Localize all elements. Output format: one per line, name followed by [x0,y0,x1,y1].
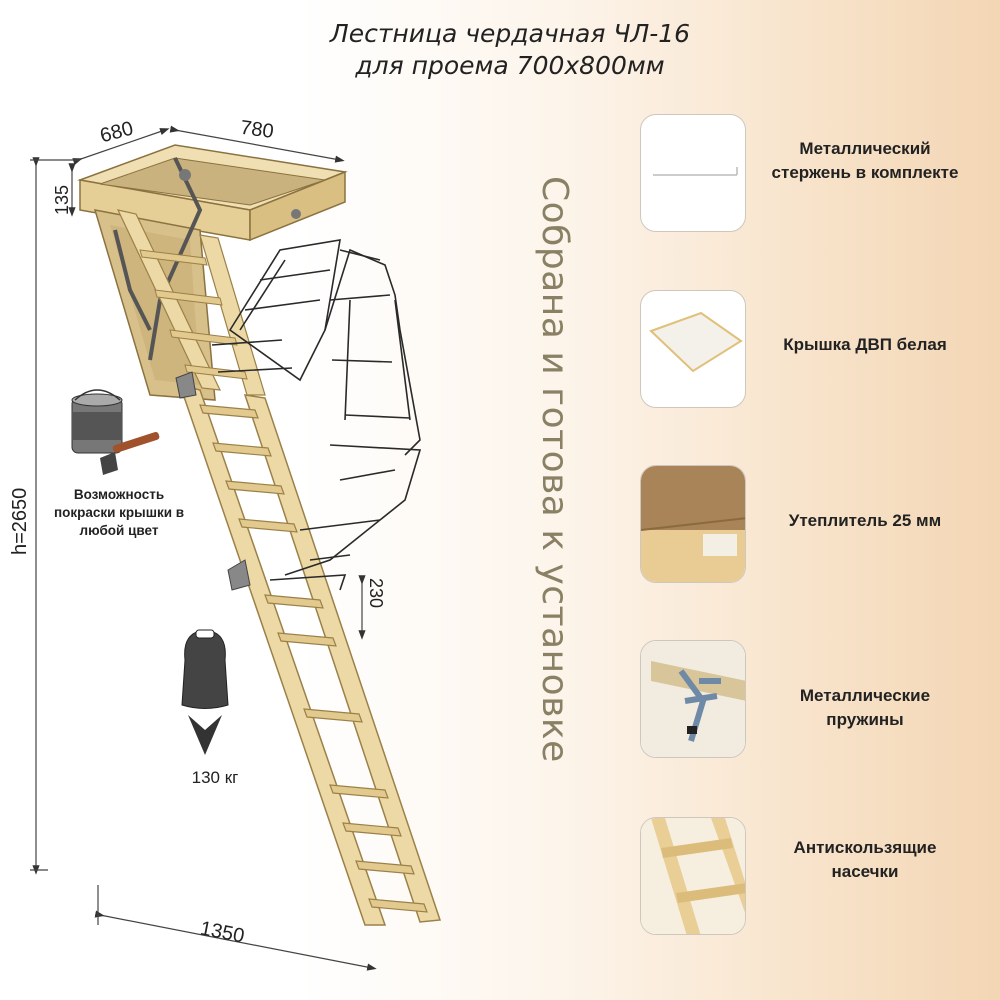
insulation-icon [641,466,745,582]
dim-step-width: 230 [366,578,386,608]
title-line-1: Лестница чердачная ЧЛ-16 [329,19,691,48]
feature-label-metal-rod: Металлический стержень в комплекте [771,139,959,182]
feature-label-springs: Металлические пружины [799,686,931,729]
wooden-ladder [116,209,442,926]
feature-card-springs [640,640,746,758]
feature-card-insulation [640,465,746,583]
tagline: Собрана и готова к установке [534,176,575,763]
feature-card-metal-rod [640,114,746,232]
title-line-2: для проема 700х800мм [355,51,665,80]
dim-total-height: h=2650 [9,488,31,555]
dimension-lines [30,125,377,971]
max-load: 130 кг [191,768,239,787]
hatch-cover-icon [649,311,743,373]
feature-card-hatch-cover [640,290,746,408]
dim-floor-span: 1350 [198,917,246,947]
spring-icon [641,641,745,757]
dim-frame-height: 135 [52,185,72,215]
feature-label-anti-slip: Антискользящие насечки [793,838,937,881]
feature-card-anti-slip [640,817,746,935]
metal-rod-icon [653,167,738,176]
dim-width: 680 [98,117,136,147]
feature-label-hatch-cover: Крышка ДВП белая [783,335,947,354]
page-title: Лестница чердачная ЧЛ-16 для проема 700х… [250,18,770,82]
anti-slip-steps-icon [641,818,745,934]
weight-icon [181,629,229,755]
dim-length: 780 [239,117,275,143]
paint-can-icon [71,389,160,475]
metal-folding-section [211,239,422,591]
paint-note: Возможность покраски крышки в любой цвет [53,487,185,538]
feature-label-insulation: Утеплитель 25 мм [788,511,942,530]
